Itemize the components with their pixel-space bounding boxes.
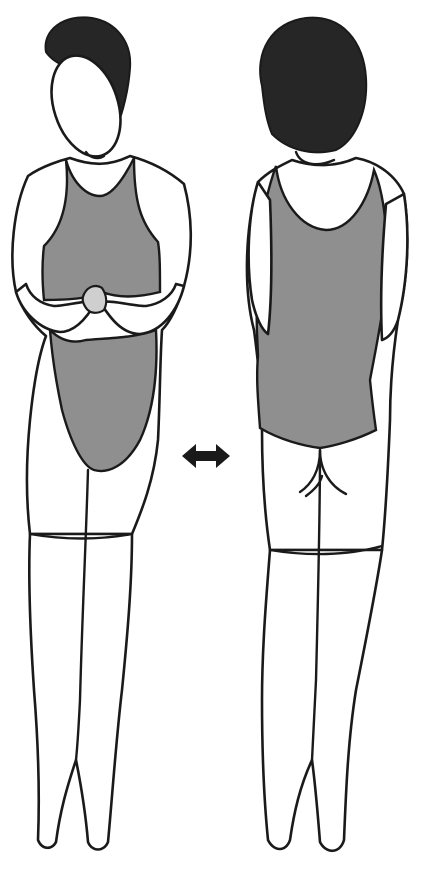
front-hands — [83, 286, 106, 313]
back-hair — [260, 18, 366, 153]
back-arm-right — [381, 194, 407, 340]
double-headed-arrow-icon — [182, 444, 230, 468]
front-view-figure — [12, 17, 190, 849]
back-legs — [262, 550, 382, 851]
back-view-figure — [247, 18, 407, 851]
